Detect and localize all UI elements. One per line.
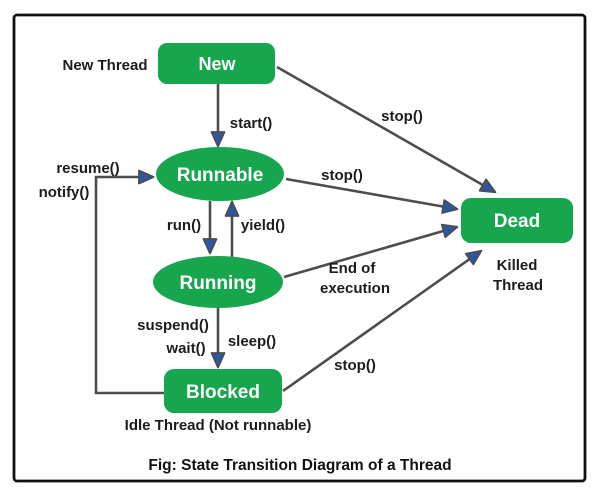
- label-sleep: sleep(): [228, 333, 276, 350]
- label-start: start(): [230, 115, 273, 132]
- annotation-killed-thread-line2: Thread: [493, 277, 543, 294]
- transition-stop-from-new: stop(): [276, 65, 497, 194]
- transition-resume-notify: resume() notify(): [39, 160, 164, 395]
- label-stop-from-blocked: stop(): [334, 357, 376, 374]
- label-suspend: suspend(): [137, 317, 209, 334]
- state-new-shape: [158, 43, 275, 84]
- state-new-label: New: [198, 54, 236, 74]
- transition-yield: yield(): [224, 200, 285, 257]
- label-stop-from-runnable: stop(): [321, 167, 363, 184]
- annotation-idle-thread: Idle Thread (Not runnable): [125, 417, 312, 434]
- state-blocked-label: Blocked: [186, 382, 260, 403]
- arrow-runnable-to-dead: [285, 177, 459, 214]
- state-running-shape: [153, 256, 283, 308]
- state-dead-shape: [461, 198, 573, 243]
- transition-start: start(): [210, 84, 273, 148]
- label-resume: resume(): [56, 160, 119, 177]
- state-blocked: Blocked: [164, 369, 282, 413]
- annotation-killed-thread-line1: Killed: [497, 257, 538, 274]
- state-blocked-shape: [164, 369, 282, 413]
- transition-run: run(): [167, 201, 218, 255]
- arrow-running-to-dead: [283, 223, 459, 279]
- arrow-new-to-dead: [276, 65, 497, 194]
- transition-end-of-execution: End of execution: [283, 223, 459, 297]
- state-running: Running: [153, 256, 283, 308]
- state-new: New: [158, 43, 275, 84]
- label-yield: yield(): [241, 217, 285, 234]
- arrow-blocked-to-runnable: [94, 169, 164, 395]
- transition-stop-from-runnable: stop(): [285, 167, 459, 214]
- state-runnable-shape: [156, 147, 284, 201]
- diagram-caption: Fig: State Transition Diagram of a Threa…: [148, 457, 451, 474]
- state-dead-label: Dead: [494, 211, 540, 232]
- state-runnable: Runnable: [156, 147, 284, 201]
- state-running-label: Running: [179, 273, 256, 294]
- label-notify: notify(): [39, 184, 90, 201]
- transition-sleep-suspend-wait: suspend() wait() sleep(): [137, 308, 276, 369]
- label-end-of-execution-line1: End of: [329, 260, 377, 277]
- diagram-border: [12, 13, 587, 483]
- label-stop-from-new: stop(): [381, 108, 423, 125]
- label-run: run(): [167, 217, 201, 234]
- label-end-of-execution-line2: execution: [320, 280, 390, 297]
- label-wait: wait(): [165, 340, 205, 357]
- arrow-blocked-to-dead: [282, 249, 483, 393]
- state-runnable-label: Runnable: [177, 165, 264, 186]
- annotation-new-thread: New Thread: [62, 57, 147, 74]
- state-dead: Dead: [461, 198, 573, 243]
- transition-stop-from-blocked: stop(): [282, 249, 483, 393]
